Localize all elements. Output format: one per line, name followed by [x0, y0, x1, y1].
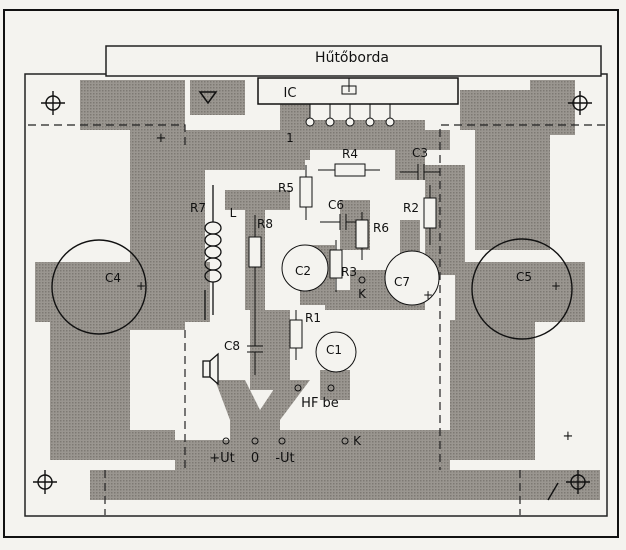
plus-mark-left: +	[156, 131, 167, 146]
resistor-r4: R4	[318, 147, 380, 177]
heatsink: Hűtőborda	[105, 45, 602, 77]
ic: IC 1	[257, 77, 459, 145]
mounting-zones	[28, 124, 605, 515]
c5-plus: +	[551, 279, 561, 293]
r7-label: R7	[190, 201, 206, 215]
c4-plus: +	[136, 279, 146, 293]
test-point-k-bottom: K	[341, 434, 362, 448]
l-label: L	[230, 206, 237, 220]
c8-label: C8	[224, 339, 240, 353]
capacitor-c6: C6	[320, 198, 360, 230]
copper-traces	[35, 80, 600, 500]
c3-label: C3	[412, 146, 428, 160]
r1-label: R1	[305, 311, 321, 325]
capacitor-c5: C5 +	[471, 238, 573, 340]
mounting-hole-top-right	[568, 91, 592, 115]
capacitor-c7: C7 +	[384, 250, 440, 306]
mounting-hole-top-left	[41, 91, 65, 115]
capacitor-c8: C8	[224, 320, 263, 375]
resistor-r5: R5	[278, 165, 313, 220]
r2-label: R2	[403, 201, 419, 215]
c5-label: C5	[516, 270, 532, 284]
resistor-r8: R8	[248, 215, 273, 320]
r4-label: R4	[342, 147, 358, 161]
resistor-r6: R6	[355, 212, 389, 260]
slash-mark	[547, 482, 559, 501]
r8-label: R8	[257, 217, 273, 231]
plus-mark-right: +	[563, 429, 574, 444]
orientation-mark	[198, 91, 218, 105]
ic-pin1-label: 1	[286, 131, 294, 145]
plus-ut-label: +Ut	[209, 451, 235, 466]
supply-terminals: +Ut 0 -Ut	[209, 437, 295, 466]
ic-label: IC	[284, 86, 297, 101]
inductor-l: R7 L	[190, 185, 237, 320]
k-bottom-label: K	[353, 434, 362, 448]
mounting-holes	[33, 91, 592, 494]
capacitor-c4: C4 +	[51, 239, 147, 335]
hf-in-label: HF be	[301, 396, 339, 411]
mounting-hole-bottom-right	[566, 470, 590, 494]
resistor-r2: R2	[403, 185, 437, 245]
test-point-k-top: K	[358, 276, 367, 301]
mounting-hole-bottom-left	[33, 470, 57, 494]
capacitor-c1: C1	[315, 331, 357, 373]
c1-label: C1	[326, 343, 342, 357]
hf-input-terminal: HF be	[294, 384, 339, 411]
k-top-label: K	[358, 287, 367, 301]
c7-label: C7	[394, 275, 410, 289]
r5-label: R5	[278, 181, 294, 195]
c2-label: C2	[295, 264, 311, 278]
r3-label: R3	[341, 265, 357, 279]
resistor-r1: R1	[289, 310, 321, 360]
c6-label: C6	[328, 198, 344, 212]
c4-label: C4	[105, 271, 121, 285]
capacitor-c2: C2	[281, 244, 329, 292]
speaker-symbol	[202, 352, 219, 386]
zero-label: 0	[251, 451, 259, 466]
outer-frame	[3, 9, 619, 538]
minus-ut-label: -Ut	[275, 451, 294, 466]
heatsink-label: Hűtőborda	[315, 50, 389, 66]
r6-label: R6	[373, 221, 389, 235]
c7-plus: +	[423, 288, 433, 302]
resistor-r3: R3	[329, 240, 357, 292]
capacitor-c3: C3	[400, 146, 440, 180]
